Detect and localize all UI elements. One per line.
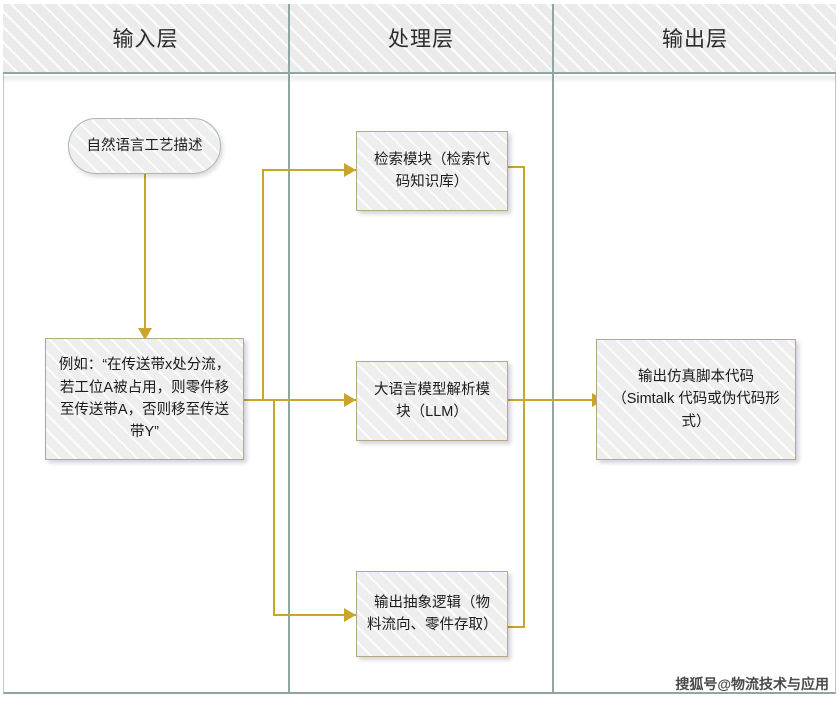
edge-abstract-to-output-riser <box>523 399 525 628</box>
watermark: 搜狐号@物流技术与应用 <box>675 676 829 692</box>
node-sim-code-label: 输出仿真脚本代码（Simtalk 代码或伪代码形式） <box>612 368 780 430</box>
lane-title-process: 处理层 <box>388 28 454 51</box>
node-simulation-script-output[interactable]: 输出仿真脚本代码（Simtalk 代码或伪代码形式） <box>596 339 796 460</box>
edge-example-to-retrieval-arrowhead <box>344 163 356 177</box>
edge-llm-to-output-line <box>508 399 608 401</box>
node-retrieval-module[interactable]: 检索模块（检索代码知识库） <box>356 131 508 211</box>
lane-header-output: 输出层 <box>552 4 836 72</box>
edge-example-to-abstract-arrowhead <box>344 608 356 622</box>
edge-start-to-example-arrowhead <box>138 328 152 340</box>
edge-retrieval-to-output-line <box>508 166 525 168</box>
edge-example-to-retrieval-riser <box>262 169 264 401</box>
edge-example-to-abstract-line <box>273 614 361 616</box>
node-start-label: 自然语言工艺描述 <box>86 137 203 154</box>
edge-example-trunk <box>244 399 364 401</box>
node-llm-label: 大语言模型解析模块（LLM） <box>374 381 490 420</box>
node-example-text[interactable]: 例如：“在传送带x处分流，若工位A被占用，则零件移至传送带A，否则移至传送带Y” <box>45 338 244 460</box>
node-abstract-logic-label: 输出抽象逻辑（物料流向、零件存取） <box>367 594 498 633</box>
node-start-natural-language-description[interactable]: 自然语言工艺描述 <box>68 118 221 174</box>
edge-start-to-example-line <box>144 174 146 330</box>
edge-example-to-llm-arrowhead <box>344 393 356 407</box>
lane-header-input: 输入层 <box>3 4 288 72</box>
node-example-label: 例如：“在传送带x处分流，若工位A被占用，则零件移至传送带A，否则移至传送带Y” <box>58 357 231 441</box>
edge-retrieval-to-output-dropper <box>523 166 525 401</box>
lane-header-process: 处理层 <box>288 4 552 72</box>
node-llm-parsing-module[interactable]: 大语言模型解析模块（LLM） <box>356 361 508 441</box>
edge-example-to-abstract-dropper <box>273 399 275 616</box>
node-abstract-logic-output[interactable]: 输出抽象逻辑（物料流向、零件存取） <box>356 571 508 657</box>
edge-example-to-retrieval-line <box>262 169 360 171</box>
edge-abstract-to-output-line <box>508 626 525 628</box>
lane-title-input: 输入层 <box>112 28 179 51</box>
node-retrieval-label: 检索模块（检索代码知识库） <box>374 151 490 190</box>
lane-title-output: 输出层 <box>662 28 728 51</box>
swimlane-header-row: 输入层 处理层 输出层 <box>3 4 836 74</box>
